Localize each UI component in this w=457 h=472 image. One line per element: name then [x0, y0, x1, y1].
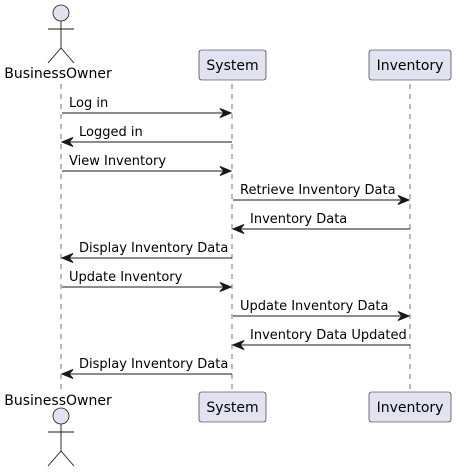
- participant-label-business-owner-top: BusinessOwner: [4, 66, 112, 82]
- actor-business-owner-bottom: BusinessOwner: [4, 393, 112, 467]
- message-8: Update Inventory Data: [233, 299, 411, 321]
- participant-box-inventory-bottom: [368, 391, 452, 423]
- arrow-left-icon: [60, 369, 74, 379]
- message-10: Display Inventory Data: [60, 357, 232, 379]
- message-3: View Inventory: [62, 154, 233, 176]
- arrow-right-icon: [219, 282, 233, 292]
- actor-business-owner-top: BusinessOwner: [4, 4, 112, 82]
- message-6: Display Inventory Data: [60, 241, 232, 263]
- message-label: Update Inventory Data: [240, 299, 388, 314]
- message-7: Update Inventory: [62, 270, 233, 292]
- actor-right-leg-icon: [60, 47, 75, 64]
- message-label: Display Inventory Data: [79, 241, 228, 256]
- message-label: Update Inventory: [69, 270, 183, 285]
- participant-label-system-top: System: [206, 58, 258, 74]
- arrow-right-icon: [219, 108, 233, 118]
- participant-label-system-bottom: System: [206, 400, 258, 416]
- message-label: Display Inventory Data: [79, 357, 228, 372]
- arrow-left-icon: [60, 253, 74, 263]
- participant-inventory-top: Inventory: [368, 49, 452, 81]
- participant-label-inventory-bottom: Inventory: [377, 400, 444, 416]
- participant-system-bottom: System: [198, 391, 267, 423]
- actor-left-leg-icon: [47, 47, 62, 64]
- message-label: Retrieve Inventory Data: [240, 183, 396, 198]
- message-label: Inventory Data: [250, 212, 347, 227]
- arrow-right-icon: [397, 311, 411, 321]
- arrow-left-icon: [231, 224, 245, 234]
- message-9: Inventory Data Updated: [231, 328, 410, 350]
- actor-head-icon: [52, 407, 70, 425]
- message-label: Logged in: [79, 125, 143, 140]
- message-label: Log in: [69, 96, 108, 111]
- message-1: Log in: [62, 96, 233, 118]
- actor-left-leg-icon: [47, 450, 62, 467]
- participant-box-system-top: [198, 49, 267, 81]
- actor-right-leg-icon: [60, 450, 75, 467]
- participant-label-business-owner-bottom: BusinessOwner: [4, 393, 112, 409]
- participant-box-inventory-top: [368, 49, 452, 81]
- message-label: Inventory Data Updated: [250, 328, 407, 343]
- message-5: Inventory Data: [231, 212, 410, 234]
- actor-head-icon: [52, 4, 70, 22]
- message-4: Retrieve Inventory Data: [233, 183, 411, 205]
- participant-inventory-bottom: Inventory: [368, 391, 452, 423]
- message-label: View Inventory: [69, 154, 166, 169]
- arrow-right-icon: [397, 195, 411, 205]
- message-2: Logged in: [60, 125, 232, 147]
- participant-system-top: System: [198, 49, 267, 81]
- arrow-left-icon: [60, 137, 74, 147]
- arrow-right-icon: [219, 166, 233, 176]
- arrow-left-icon: [231, 340, 245, 350]
- participant-box-system-bottom: [198, 391, 267, 423]
- participant-label-inventory-top: Inventory: [377, 58, 444, 74]
